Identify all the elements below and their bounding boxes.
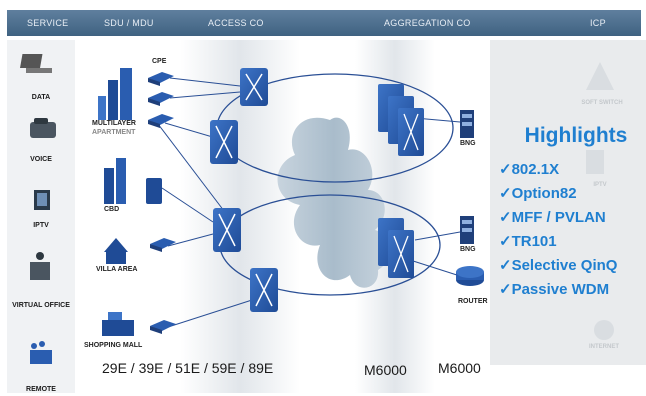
label-cpe: CPE [152,58,167,65]
highlight-item: ✓Option82 [499,185,577,202]
router-device [456,266,484,286]
header-aggregation-co: AGGREGATION CO [384,18,471,28]
mall-icon [102,312,134,336]
service-iptv: IPTV [33,222,49,229]
header-sdu-mdu: SDU / MDU [104,18,154,28]
label-router: ROUTER [458,298,488,305]
header-bar [7,10,641,36]
service-virtual-office: VIRTUAL OFFICE [12,302,70,309]
header-service: SERVICE [27,18,69,28]
highlights-title: Highlights [524,124,628,147]
access-switch-2 [210,120,238,164]
highlight-item: ✓Passive WDM [499,281,610,298]
service-remote: REMOTE [26,386,56,393]
iptv-icon [34,190,50,210]
label-cbd: CBD [104,206,120,213]
label-soft-switch: SOFT SWITCH [581,100,623,106]
soft-switch-icon [586,62,614,90]
highlight-item: ✓Selective QinQ [499,257,618,274]
label-villa-area: VILLA AREA [96,266,138,273]
access-models-label: 29E / 39E / 51E / 59E / 89E [102,360,274,376]
highlight-item: ✓MFF / PVLAN [499,209,606,226]
cbd-building-icon [104,158,126,204]
header-icp: ICP [590,18,606,28]
m6000-label-a: M6000 [364,362,407,378]
aggregation-chassis-top [378,84,424,156]
internet-globe-icon [594,320,614,340]
header-access-co: ACCESS CO [208,18,264,28]
service-data: DATA [31,94,51,101]
multilayer-building-icon [98,68,132,120]
service-column [7,40,75,393]
label-bng-top: BNG [460,140,476,147]
remote-family-icon [30,341,52,364]
aggregation-chassis-bottom [378,218,414,278]
access-switch-1 [240,68,268,106]
voice-phone-icon [30,118,56,138]
bng-bottom-device [460,216,474,244]
label-multilayer: MULTILAYER [92,120,136,127]
label-internet: INTERNET [589,344,619,350]
m6000-label-b: M6000 [438,360,481,376]
network-cloud [277,117,390,288]
service-voice: VOICE [30,156,52,163]
highlight-item: ✓TR101 [499,233,557,250]
iptv-server-icon [586,150,604,174]
label-icp-iptv: IPTV [593,182,607,188]
label-bng-bottom: BNG [460,246,476,253]
label-apartment: APARTMENT [92,129,136,136]
icp-panel [490,40,646,365]
access-switch-3 [213,208,241,252]
label-shopping-mall: SHOPPING MALL [84,342,143,349]
virtual-office-icon [30,252,50,280]
highlight-item: ✓802.1X [499,161,560,178]
bng-top-device [460,110,474,138]
data-laptop-icon [20,54,52,73]
access-switch-4 [250,268,278,312]
villa-icon [104,238,128,264]
